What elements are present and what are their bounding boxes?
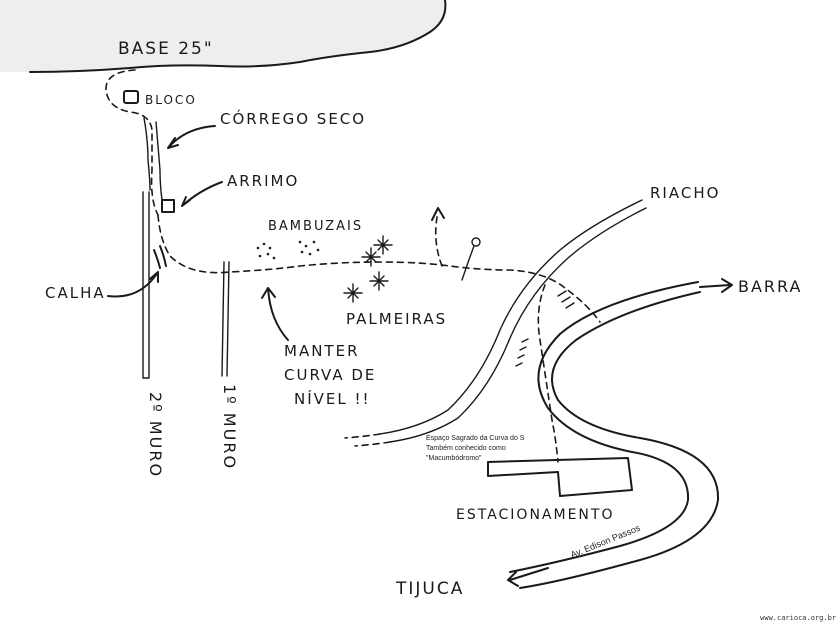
rock-base-outline — [29, 0, 447, 73]
trail-ticks — [515, 290, 575, 367]
side-trail-arrowhead — [431, 207, 445, 221]
tijuca-arrow — [507, 567, 549, 587]
corrego-seco-channel — [143, 117, 163, 201]
calha-arrow — [107, 271, 159, 298]
palmeiras-symbols — [343, 235, 393, 303]
label-segundo-muro: 2º MURO — [146, 392, 165, 478]
pin-head — [471, 237, 481, 247]
side-trail-up — [434, 211, 443, 267]
label-espaco-2: Também conhecido como — [426, 445, 506, 452]
manter-arrow — [261, 287, 289, 341]
trail-upper — [105, 69, 159, 216]
label-primeiro-muro: 1º MURO — [220, 384, 239, 470]
trail-lower — [537, 284, 559, 463]
trail-main — [157, 214, 601, 323]
barra-arrow — [699, 278, 733, 293]
site-credit: www.carioca.org.br — [760, 614, 836, 622]
label-palmeiras: PALMEIRAS — [346, 310, 447, 328]
label-calha: CALHA — [45, 284, 106, 302]
label-base: BASE 25" — [118, 39, 214, 59]
estacionamento-lot — [487, 457, 633, 497]
riacho-stream-a — [379, 199, 643, 435]
label-manter-1: MANTER — [284, 342, 360, 360]
label-bloco: BLOCO — [145, 93, 197, 107]
label-estacionamento: ESTACIONAMENTO — [456, 507, 614, 523]
corrego-arrow — [167, 125, 216, 149]
pin-marker — [461, 245, 475, 281]
riacho-stream-b — [389, 207, 647, 443]
bloco-marker — [123, 90, 139, 104]
arrimo-marker — [161, 199, 175, 213]
label-manter-3: NÍVEL !! — [294, 389, 371, 408]
calha-mark — [153, 245, 167, 269]
label-tijuca: TIJUCA — [395, 579, 464, 599]
riacho-dashed-end — [344, 433, 391, 447]
arrimo-arrow — [181, 181, 223, 207]
bambuzais-dots — [256, 240, 320, 260]
label-manter-2: CURVA DE — [284, 366, 376, 384]
primeiro-muro-wall — [221, 261, 230, 377]
label-espaco-3: "Macumbódromo" — [426, 455, 482, 462]
label-espaco-1: Espaço Sagrado da Curva do S — [426, 435, 525, 442]
segundo-muro-wall — [142, 191, 150, 379]
label-arrimo: ARRIMO — [227, 172, 299, 190]
label-avenida: Av. Edison Passos — [569, 523, 642, 560]
rock-base — [0, 0, 446, 72]
label-barra: BARRA — [738, 277, 802, 296]
label-corrego: CÓRREGO SECO — [220, 109, 366, 128]
barra-road-inner — [509, 281, 699, 573]
label-riacho: RIACHO — [650, 184, 720, 202]
label-bambuzais: BAMBUZAIS — [268, 219, 363, 234]
barra-road-outer — [519, 291, 720, 589]
